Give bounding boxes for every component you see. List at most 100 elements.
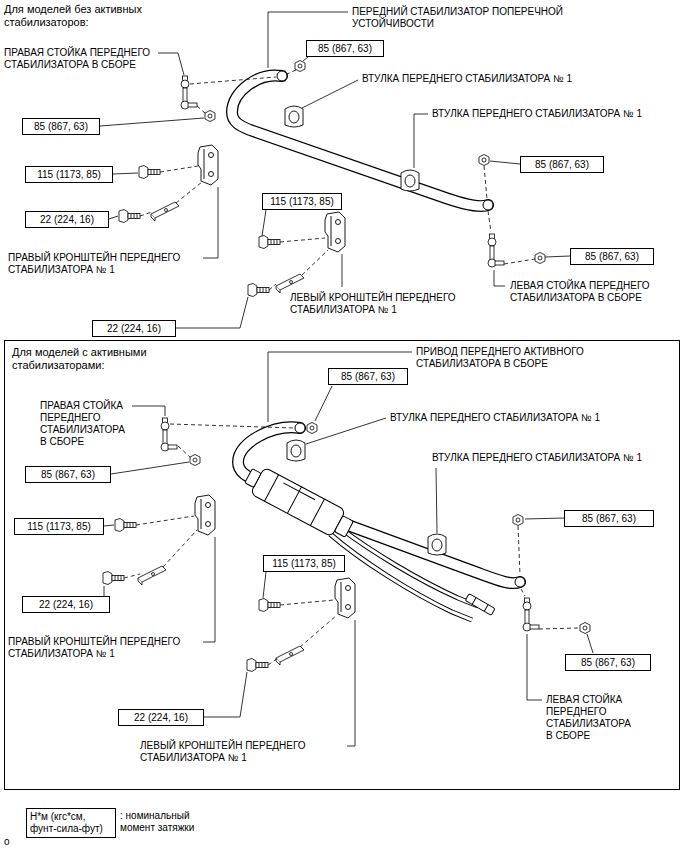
assembly-line <box>163 530 197 567</box>
part-name-frame: ЛЕВЫЙ КРОНШТЕЙН ПЕРЕДНЕГО СТАБИЛИЗАТОРА … <box>290 292 485 316</box>
torque-value: 22 (224, 16) <box>123 711 199 724</box>
leader-line <box>490 161 520 164</box>
legend-note-frame: : номинальный момент затяжки <box>120 810 215 834</box>
actuator-end <box>334 516 353 538</box>
torque-value: 115 (1173, 85) <box>30 168 108 181</box>
clip <box>276 646 304 665</box>
stabilizer-bar <box>232 75 488 206</box>
leader-line <box>158 53 184 75</box>
bracket <box>325 212 345 252</box>
leader-line <box>109 216 118 219</box>
assembly-line <box>300 615 337 647</box>
leader-line <box>104 525 114 526</box>
corner-mark: o <box>4 836 10 847</box>
leader-line <box>306 418 386 444</box>
leader-line <box>545 256 570 257</box>
torque-value: 85 (867, 63) <box>570 656 646 669</box>
part-name-frame: ВТУЛКА ПЕРЕДНЕГО СТАБИЛИЗАТОРА № 1 <box>390 412 650 424</box>
assembly-line <box>484 166 487 199</box>
torque-box: 85 (867, 63) <box>306 40 384 57</box>
torque-value: 115 (1173, 85) <box>268 557 340 570</box>
section-heading-frame: Для моделей без активных стабилизаторов: <box>4 3 194 29</box>
hose-connector <box>465 594 495 616</box>
assembly-line <box>488 211 491 232</box>
torque-box: 115 (1173, 85) <box>14 518 104 535</box>
part-name: ПРАВЫЙ КРОНШТЕЙН ПЕРЕДНЕГО СТАБИЛИЗАТОРА… <box>8 252 180 275</box>
actuator <box>242 462 357 542</box>
assembly-line <box>539 628 579 629</box>
actuator-body <box>250 467 345 537</box>
leader-line <box>176 297 248 328</box>
bushing <box>401 170 419 191</box>
torque-value: 85 (867, 63) <box>569 512 649 525</box>
hose <box>330 534 472 620</box>
assembly-line <box>176 182 202 203</box>
torque-box: 22 (224, 16) <box>22 596 110 613</box>
stabilizer-bar <box>334 520 520 583</box>
bar-eye <box>483 200 493 210</box>
torque-box: 22 (224, 16) <box>118 709 204 726</box>
torque-box: 85 (867, 63) <box>520 156 604 173</box>
leader-line <box>315 386 332 421</box>
hose <box>330 534 472 620</box>
nut <box>190 455 200 466</box>
stabilizer-link <box>523 598 539 631</box>
bushing <box>428 534 446 555</box>
nut <box>513 515 523 526</box>
nut <box>307 423 317 434</box>
stabilizer-link <box>488 234 504 267</box>
bolt <box>103 572 124 585</box>
leader-line <box>262 210 266 236</box>
nut <box>580 623 590 634</box>
nut <box>295 61 305 72</box>
assembly-line <box>280 238 325 242</box>
nut <box>205 111 215 122</box>
torque-value: 85 (867, 63) <box>333 370 403 383</box>
torque-value: 22 (224, 16) <box>27 598 105 611</box>
nut <box>535 253 545 264</box>
part-name-frame: ПРИВОД ПЕРЕДНЕГО АКТИВНОГО СТАБИЛИЗАТОРА… <box>416 346 666 370</box>
actuator-end <box>245 469 261 488</box>
torque-value: 85 (867, 63) <box>311 42 379 55</box>
part-name: ЛЕВЫЙ КРОНШТЕЙН ПЕРЕДНЕГО СТАБИЛИЗАТОРА … <box>290 292 456 315</box>
assembly-line <box>197 106 205 113</box>
part-name: ВТУЛКА ПЕРЕДНЕГО СТАБИЛИЗАТОРА № 1 <box>432 108 642 119</box>
leader-line <box>587 634 593 653</box>
bracket <box>198 145 218 185</box>
part-name-frame: ПРАВЫЙ КРОНШТЕЙН ПЕРЕДНЕГО СТАБИЛИЗАТОРА… <box>8 252 203 276</box>
leader-line <box>113 173 138 174</box>
part-name: ВТУЛКА ПЕРЕДНЕГО СТАБИЛИЗАТОРА № 1 <box>362 73 572 84</box>
torque-value: 85 (867, 63) <box>27 120 95 133</box>
assembly-line <box>170 424 294 428</box>
part-name: ПЕРЕДНИЙ СТАБИЛИЗАТОР ПОПЕРЕЧНОЙ УСТОЙЧИ… <box>352 6 563 29</box>
corner-mark-frame: o <box>4 836 24 848</box>
torque-value: 85 (867, 63) <box>525 158 599 171</box>
torque-box: 85 (867, 63) <box>328 368 408 385</box>
stabilizer-link <box>181 76 197 109</box>
part-name: ЛЕВЫЙ КРОНШТЕЙН ПЕРЕДНЕГО СТАБИЛИЗАТОРА … <box>140 740 306 763</box>
assembly-line <box>140 212 152 216</box>
assembly-line <box>504 259 535 264</box>
legend-note: : номинальный момент затяжки <box>120 810 194 833</box>
torque-value: 85 (867, 63) <box>575 250 649 263</box>
leader-line <box>100 118 204 126</box>
part-name-frame: ЛЕВАЯ СТОЙКА ПЕРЕДНЕГО СТАБИЛИЗАТОРА В С… <box>510 280 680 304</box>
leader-line <box>527 634 542 700</box>
assembly-line <box>160 166 198 172</box>
leader-line <box>111 462 189 474</box>
leader-line <box>494 270 505 286</box>
leader-line <box>347 620 355 746</box>
bracket <box>195 495 215 535</box>
leader-line <box>303 57 308 61</box>
torque-value: 115 (1173, 85) <box>19 520 99 533</box>
assembly-line <box>190 77 276 84</box>
part-name: ВТУЛКА ПЕРЕДНЕГО СТАБИЛИЗАТОРА № 1 <box>390 412 600 423</box>
part-name: ПРАВАЯ СТОЙКА ПЕРЕДНЕГО СТАБИЛИЗАТОРА В … <box>4 47 150 70</box>
part-name: ЛЕВАЯ СТОЙКА ПЕРЕДНЕГО СТАБИЛИЗАТОРА В С… <box>510 280 650 303</box>
leader-line <box>414 114 428 168</box>
key-text: Н*м (кгс*см, фунт-сила-фут) <box>30 811 112 835</box>
assembly-line <box>136 516 194 525</box>
bushing <box>285 106 303 127</box>
bolt <box>247 659 268 672</box>
bolt <box>259 236 280 249</box>
